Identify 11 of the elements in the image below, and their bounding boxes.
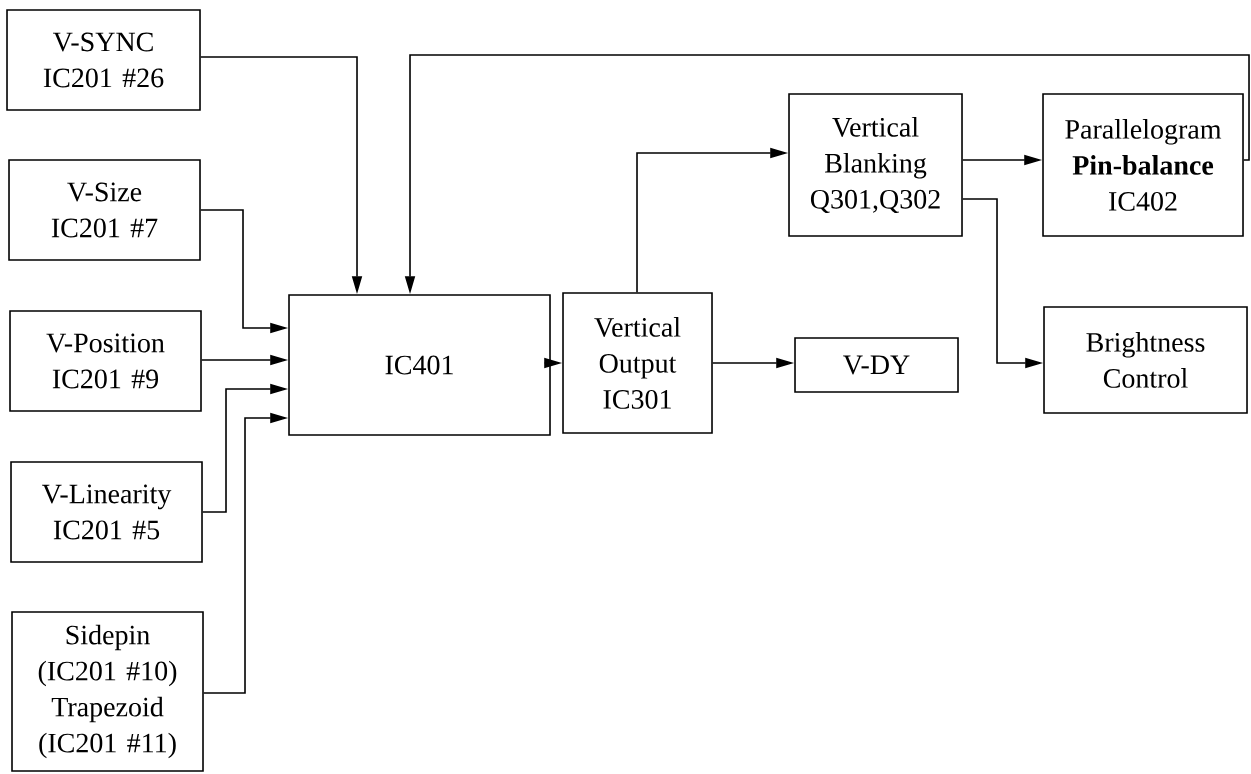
block-box: Parallelogram Pin-balance IC402 <box>1042 93 1244 237</box>
block-box: Vertical Blanking Q301,Q302 <box>788 93 963 237</box>
block-box: V-Size IC201 #7 <box>8 159 201 261</box>
block-box: IC401 <box>288 294 551 436</box>
block-box: V-DY <box>794 337 959 393</box>
block-box: V-Position IC201 #9 <box>9 310 202 412</box>
block-box: V-SYNC IC201 #26 <box>6 9 201 111</box>
block-box: Sidepin (IC201 #10) Trapezoid (IC201 #11) <box>11 611 204 772</box>
block-box: Vertical Output IC301 <box>562 292 713 434</box>
block-box: V-Linearity IC201 #5 <box>10 461 203 563</box>
block-box: Brightness Control <box>1043 306 1248 414</box>
